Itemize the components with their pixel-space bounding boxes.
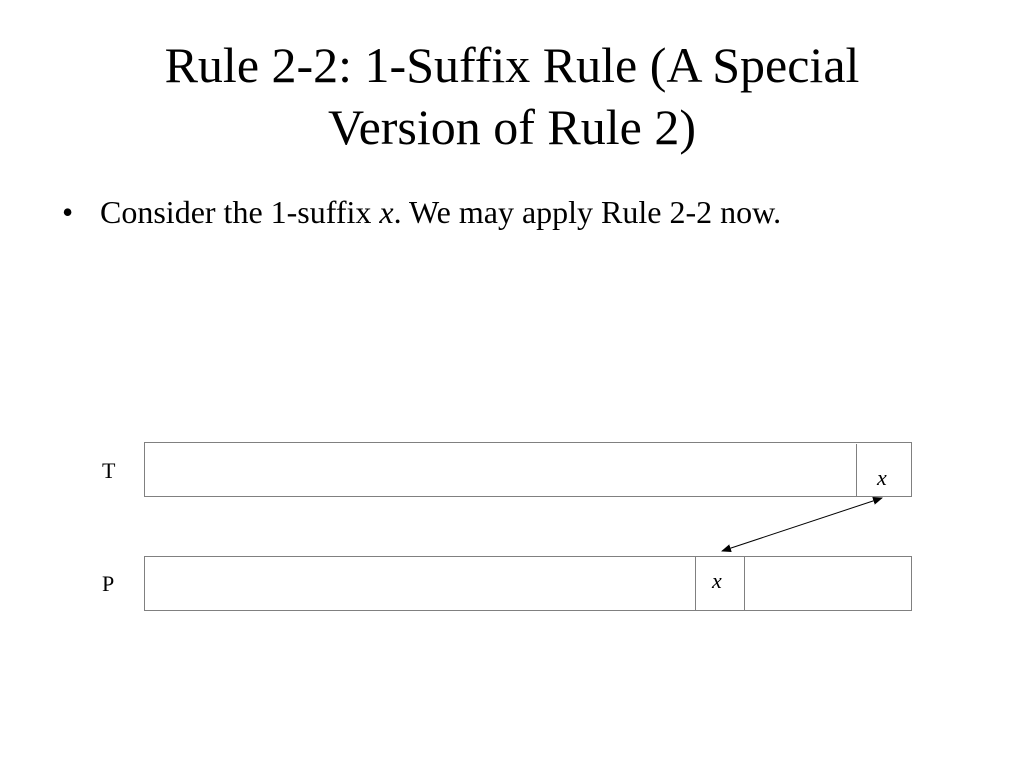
- pattern-string-bar: [144, 556, 912, 611]
- alignment-arrow: [721, 497, 883, 552]
- bullet-text-after: . We may apply Rule 2-2 now.: [393, 194, 782, 230]
- text-suffix-char: x: [876, 465, 887, 490]
- text-string-label: T: [102, 458, 116, 483]
- pattern-string-label: P: [102, 571, 114, 596]
- title-line-1: Rule 2-2: 1-Suffix Rule (A Special: [164, 37, 860, 93]
- slide-title: Rule 2-2: 1-Suffix Rule (A Special Versi…: [0, 34, 1024, 158]
- bullet-list: • Consider the 1-suffix x. We may apply R…: [62, 190, 1002, 234]
- title-line-2: Version of Rule 2): [328, 99, 696, 155]
- bullet-item: • Consider the 1-suffix x. We may apply R…: [62, 190, 1002, 234]
- pattern-char: x: [711, 568, 722, 593]
- text-string-bar: [144, 442, 912, 497]
- bullet-text-before: Consider the 1-suffix: [100, 194, 380, 230]
- bullet-text-italic: x: [379, 194, 394, 230]
- bullet-dot-icon: •: [62, 194, 74, 230]
